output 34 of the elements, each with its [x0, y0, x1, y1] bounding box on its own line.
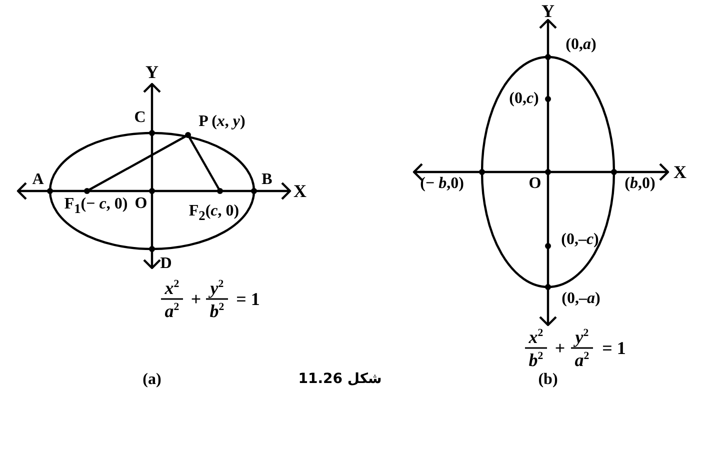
point-label: F$_{2}$(c, 0)	[188, 204, 240, 222]
point-label: F$_{1}$(− c, 0)	[64, 196, 128, 216]
point-label: (− b,0)	[420, 176, 464, 192]
point-label: B	[262, 172, 272, 188]
axis-label: X	[674, 163, 686, 181]
figure-caption: شکل 11.26	[298, 372, 382, 386]
point-label: O	[134, 196, 148, 212]
equation-term: b$^{2}$	[528, 351, 544, 369]
equation-term: a$^{2}$	[164, 302, 180, 320]
equation-term: +	[190, 290, 202, 308]
equation-term: b$^{2}$	[210, 302, 224, 320]
equation-term: x$^{2}$	[528, 328, 544, 346]
point-label: D	[160, 256, 172, 272]
axis-label: Y	[146, 63, 158, 81]
axis-label: X	[294, 182, 306, 200]
point-label: O	[528, 176, 542, 192]
equation-term: a$^{2}$	[574, 351, 590, 369]
equation-term: y$^{2}$	[575, 328, 589, 346]
equation-term: = 1	[602, 339, 626, 357]
subfigure-label: (b)	[538, 372, 558, 388]
axis-label: Y	[542, 2, 554, 20]
point-label: C	[134, 110, 146, 126]
equation-term: = 1	[236, 290, 260, 308]
point-label: (0,–a)	[562, 291, 600, 307]
subfigure-label: (a)	[142, 372, 162, 388]
point-label: (0,a)	[566, 37, 596, 53]
point-label: (b,0)	[624, 176, 656, 192]
point-label: P (x, y)	[198, 114, 246, 130]
equation-term: x$^{2}$	[164, 279, 180, 297]
equation-term: y$^{2}$	[210, 279, 224, 297]
point-label: (0,c)	[509, 91, 539, 107]
equation-term: +	[554, 339, 566, 357]
point-label: (0,–c)	[561, 232, 599, 248]
point-label: A	[32, 172, 44, 188]
